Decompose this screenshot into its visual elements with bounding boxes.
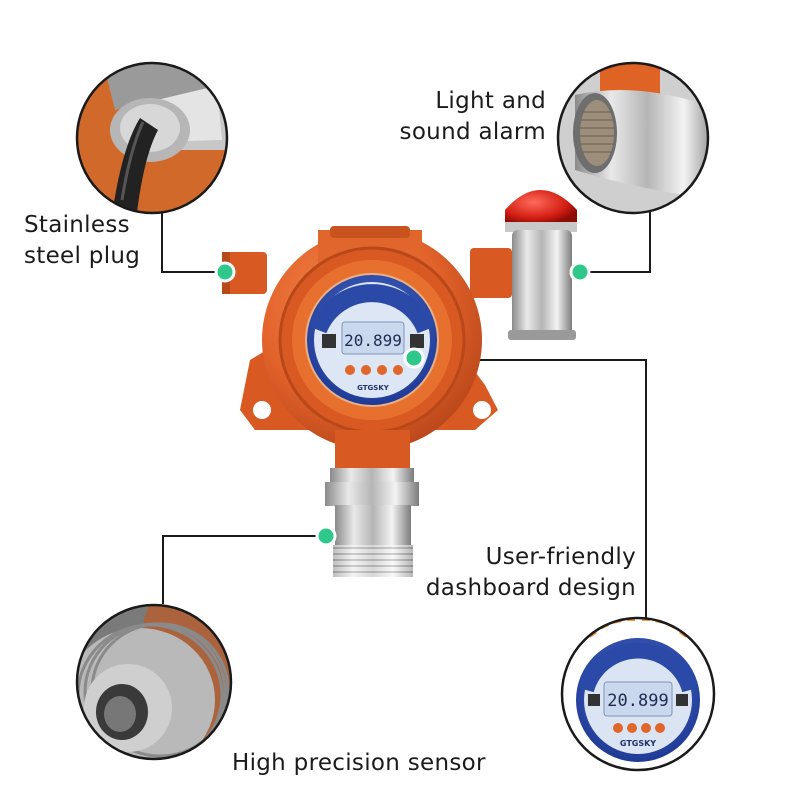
sensor-zoom-circle (75, 603, 233, 761)
detector-body: 20.899 GTGSKY (222, 226, 512, 470)
label-light-sound-alarm: Light and sound alarm (400, 86, 546, 148)
leader-plug (161, 203, 225, 273)
alarm-label-line1: Light and (435, 88, 546, 114)
alarm-label-line2: sound alarm (399, 119, 546, 145)
svg-text:GTGSKY: GTGSKY (620, 739, 656, 748)
device-buttons (345, 365, 403, 375)
plug-label-line1: Stainless (24, 212, 130, 238)
bottom-sensor (325, 468, 419, 577)
svg-text:20.899: 20.899 (607, 691, 668, 711)
dashboard-label-line2: dashboard design (425, 575, 636, 601)
leader-lines (161, 200, 651, 620)
alarm-beacon (505, 190, 577, 340)
sensor-label-line1: High precision sensor (232, 750, 486, 776)
label-high-precision-sensor: High precision sensor (232, 748, 486, 779)
leader-sensor (162, 535, 326, 604)
leader-dashboard (418, 359, 647, 620)
hotspot-sensor (315, 525, 337, 547)
hotspot-alarm (569, 261, 591, 283)
label-user-friendly-dashboard: User-friendly dashboard design (426, 542, 636, 604)
lcd-reading: 20.899 (344, 331, 402, 350)
label-stainless-steel-plug: Stainless steel plug (24, 210, 140, 272)
leader-alarm (580, 200, 651, 273)
dashboard-zoom-circle: 20.899 GTGSKY (560, 616, 716, 772)
hotspot-dots (214, 261, 591, 547)
hotspot-dashboard (403, 347, 425, 369)
plug-zoom-circle (75, 61, 229, 215)
dashboard-label-line1: User-friendly (485, 544, 636, 570)
hotspot-plug (214, 261, 236, 283)
alarm-zoom-circle (556, 61, 710, 215)
svg-text:GTGSKY: GTGSKY (357, 384, 390, 392)
plug-label-line2: steel plug (24, 243, 141, 269)
